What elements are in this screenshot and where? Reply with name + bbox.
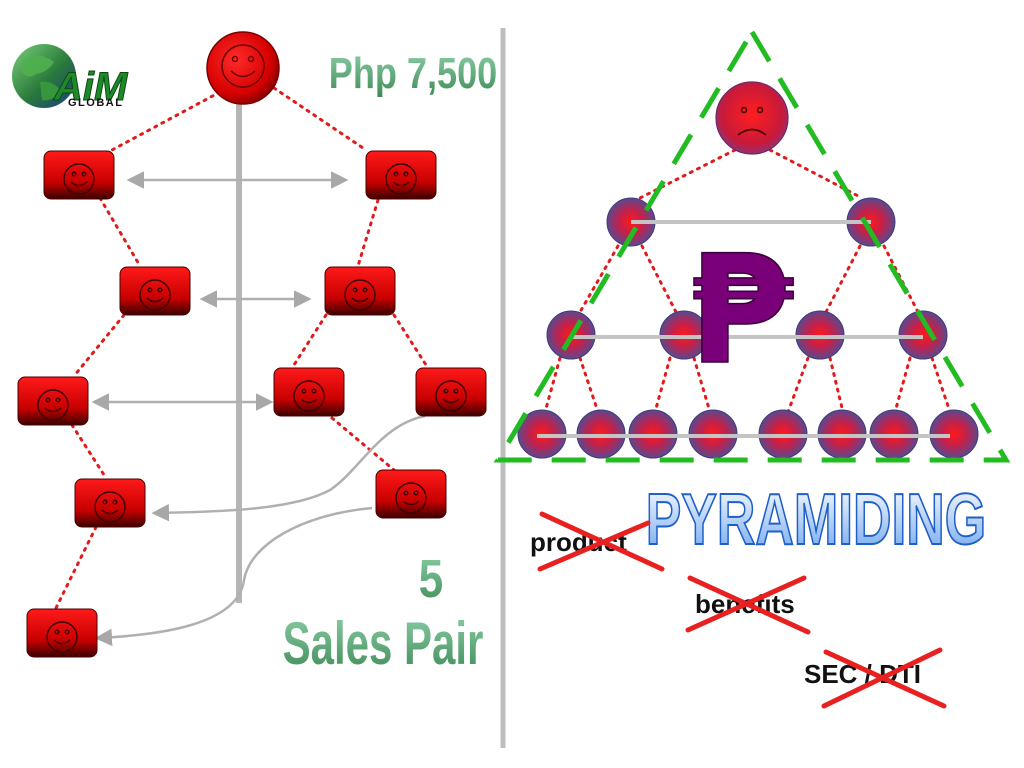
member-box	[324, 266, 396, 316]
pyramid-level-4	[517, 409, 979, 459]
binary-network-diagram: Php 7,500 5 Sales Pair	[17, 31, 497, 677]
member-box	[43, 150, 115, 200]
top-recruiter-node	[715, 81, 789, 155]
crossed-word-text: SEC / DTI	[804, 659, 921, 689]
sales-pair-label: Sales Pair	[283, 610, 484, 677]
pyramid-outline	[493, 27, 1011, 463]
smiley-face-icon	[385, 163, 417, 195]
smiley-face-icon	[293, 380, 325, 412]
smiley-face-icon	[94, 491, 126, 523]
x-cross-icon	[537, 511, 665, 572]
smiley-face-icon	[344, 279, 376, 311]
member-box	[119, 266, 191, 316]
member-box	[415, 367, 487, 417]
aim-global-logo: AiM GLOBAL	[12, 44, 130, 110]
member-box	[375, 469, 447, 519]
smiley-face-icon	[435, 380, 467, 412]
smiley-face-icon	[221, 44, 265, 88]
pair-arrows	[91, 171, 426, 647]
peso-sign-icon: ₱	[689, 224, 794, 398]
member-boxes	[17, 150, 487, 658]
smiley-face-icon	[46, 621, 78, 653]
pyramiding-title: PYRAMIDING	[646, 480, 986, 560]
x-cross-icon	[685, 575, 811, 635]
crossed-word-sec-dti: SEC / DTI	[804, 647, 947, 709]
pyramid-level-2	[606, 197, 896, 247]
smiley-face-icon	[395, 482, 427, 514]
smiley-face-icon	[63, 163, 95, 195]
crossed-word-benefits: benefits	[685, 575, 811, 635]
pyramid-level-3	[546, 310, 948, 360]
member-box	[365, 150, 437, 200]
member-box	[26, 608, 98, 658]
top-member-node	[206, 31, 280, 105]
logo-sub-text: GLOBAL	[68, 97, 123, 109]
smiley-face-icon	[139, 279, 171, 311]
x-cross-icon	[821, 647, 947, 709]
dotted-links	[54, 86, 430, 610]
member-box	[17, 376, 89, 426]
smiley-face-icon	[37, 389, 69, 421]
sales-pair-count: 5	[419, 549, 444, 609]
logo-brand-text: AiM	[53, 65, 129, 109]
crossed-word-product: product	[530, 511, 665, 572]
amount-label: Php 7,500	[329, 49, 497, 98]
sad-face-icon	[737, 106, 767, 136]
member-box	[273, 367, 345, 417]
member-box	[74, 478, 146, 528]
pyramid-diagram: ₱	[493, 27, 1011, 463]
